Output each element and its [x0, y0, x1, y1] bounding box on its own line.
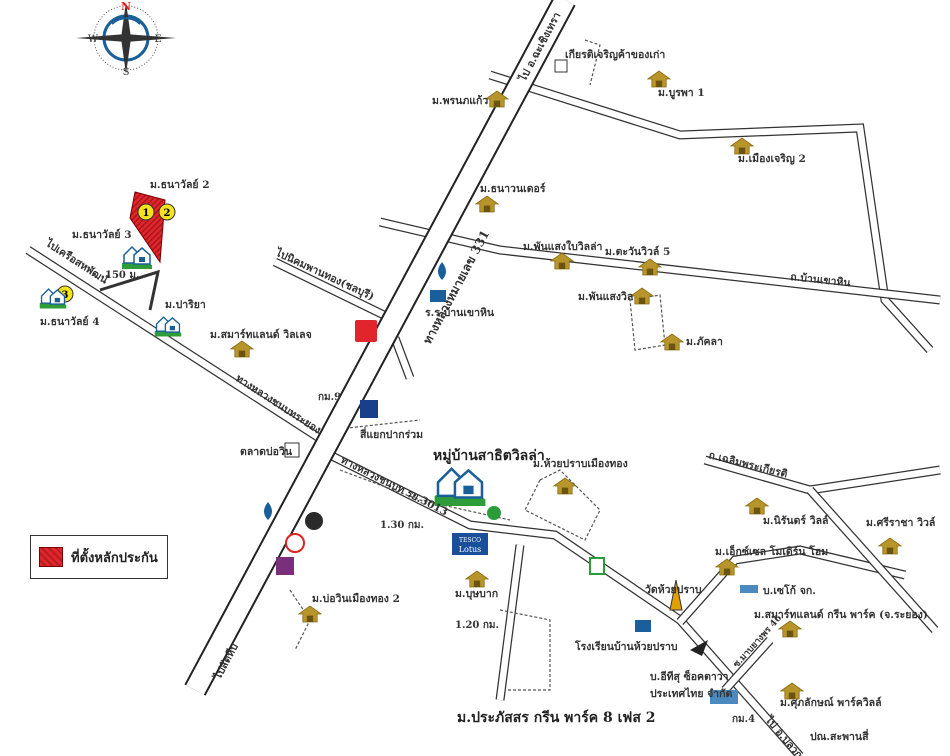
place-label: ม.ธนาวนเดอร์ — [480, 182, 546, 195]
compass-rose-icon: N S E W — [76, 0, 176, 78]
place-label: ม.ธนาวัลย์ 3 — [72, 228, 132, 241]
road-label: ไป อ.ฉะเชิงเทรา — [516, 10, 564, 84]
marker-2[interactable]: 2 — [158, 203, 176, 221]
place-label: ม.ห้วยปราบเมืองทอง — [533, 457, 628, 470]
distance-label: 1.30 กม. — [380, 520, 424, 531]
distance-label: 150 ม. — [105, 270, 139, 281]
compass-n: N — [121, 0, 131, 13]
gas-station-icon — [264, 502, 272, 520]
place-label: ม.ธนาวัลย์ 2 — [150, 178, 210, 191]
place-label: หมู่บ้านสาธิตวิลล่า — [433, 448, 545, 464]
place-label: ม.ประภัสสร กรีน พาร์ค 8 เฟส 2 — [457, 709, 656, 726]
airplane-icon — [690, 640, 708, 656]
village-icon — [154, 316, 182, 337]
market-icon — [284, 442, 300, 458]
bank-icon — [276, 557, 294, 575]
place-label: วัดห้วยปราบ — [645, 583, 702, 596]
school-icon — [430, 290, 446, 302]
place-label: ม.ศุภลักษณ์ พาร์ควิลล์ — [780, 696, 882, 710]
road-network — [25, 39, 941, 756]
distance-label: 1.20 กม. — [455, 620, 499, 631]
svg-text:Lotus: Lotus — [459, 545, 482, 554]
store-icon — [487, 506, 501, 520]
svg-text:1: 1 — [143, 208, 150, 219]
distance-label: กม.9 — [318, 392, 341, 403]
road-label: ซ.มาบยางพร 46 — [732, 613, 784, 670]
place-label: ม.เมืองเจริญ 2 — [738, 152, 806, 165]
compass-e: E — [154, 34, 161, 45]
compass-w: W — [88, 34, 99, 45]
marker-1[interactable]: 1 — [137, 203, 155, 221]
tesco-lotus-logo — [452, 533, 488, 555]
place-label: ม.บุษบาก — [455, 588, 498, 601]
place-label: ม.ตะวันวิวล์ 5 — [605, 245, 670, 258]
place-label: สี่แยกปากร่วม — [359, 426, 423, 441]
highway-331 — [184, 0, 576, 696]
seven-eleven-icon — [589, 557, 605, 575]
factory-icon — [710, 690, 738, 704]
place-label: ม.ปาริยา — [165, 299, 206, 311]
school-icon — [635, 620, 651, 632]
village-icon — [433, 467, 487, 506]
place-label: ม.นิรันดร์ วิลล์ — [763, 514, 828, 527]
place-label: ม.ธนาวัลย์ 4 — [40, 315, 100, 328]
bank-icon — [305, 512, 323, 530]
place-label: ม.ศรีราชา วิวล์ — [866, 516, 935, 529]
place-label: ม.สมาร์ทแลนด์ กรีน พาร์ค (จ.ระยอง) — [754, 608, 928, 621]
place-label: ม.เอ็กซ์เซล โมเดิร์น โฮม — [715, 544, 828, 558]
place-label: โรงเรียนบ้านห้วยปราบ — [574, 640, 678, 653]
shop-icon — [355, 320, 377, 342]
place-label: บ.อีทีสุ ซ็อคตาวา — [650, 669, 729, 684]
place-label: ม.พรนภแก้ว — [432, 94, 488, 107]
village-icon — [121, 246, 153, 269]
map-legend: ที่ตั้งหลักประกัน — [30, 535, 168, 579]
compass-s: S — [123, 67, 130, 78]
place-label: ม.พันแสงใบวิลล่า — [523, 239, 603, 253]
bank-icon — [360, 400, 378, 418]
place-label: ม.ภัคลา — [686, 336, 723, 348]
place-label: ม.บ่อวินเมืองทอง 2 — [312, 592, 400, 605]
svg-text:TESCO: TESCO — [459, 537, 481, 544]
place-label: ประเทศไทย จำกัด — [650, 687, 733, 700]
bank-icon — [285, 533, 305, 553]
shop-icon — [554, 59, 568, 73]
factory-icon — [740, 585, 758, 593]
road-label: ไปนิคมพานทอง(ชลบุรี) — [272, 246, 376, 304]
place-label: ม.บูรพา 1 — [658, 87, 705, 100]
place-label: ปณ.สะพานสี่ — [810, 728, 869, 743]
collateral-swatch — [39, 547, 63, 567]
place-label: ม.พันแสงวิล — [578, 291, 633, 303]
place-label: เกียรติเจริญค้าของเก่า — [565, 48, 665, 61]
gas-station-icon — [438, 262, 446, 280]
road-label: ทางหลวงชนบทระยอง — [233, 372, 323, 436]
place-label: ม.สมาร์ทแลนด์ วิลเลจ — [210, 328, 312, 341]
temple-icon — [669, 579, 683, 611]
svg-text:3: 3 — [62, 290, 69, 301]
svg-text:2: 2 — [164, 208, 171, 219]
distance-label: กม.4 — [732, 714, 755, 725]
place-label: บ.เซโก้ จก. — [763, 584, 816, 597]
place-label: ร.ร.บ้านเขาหิน — [425, 306, 495, 319]
road-label: ถ.บ้านเขาหิน — [790, 270, 852, 289]
legend-label: ที่ตั้งหลักประกัน — [71, 550, 158, 566]
place-label: ตลาดบ่อวิน — [240, 446, 293, 458]
